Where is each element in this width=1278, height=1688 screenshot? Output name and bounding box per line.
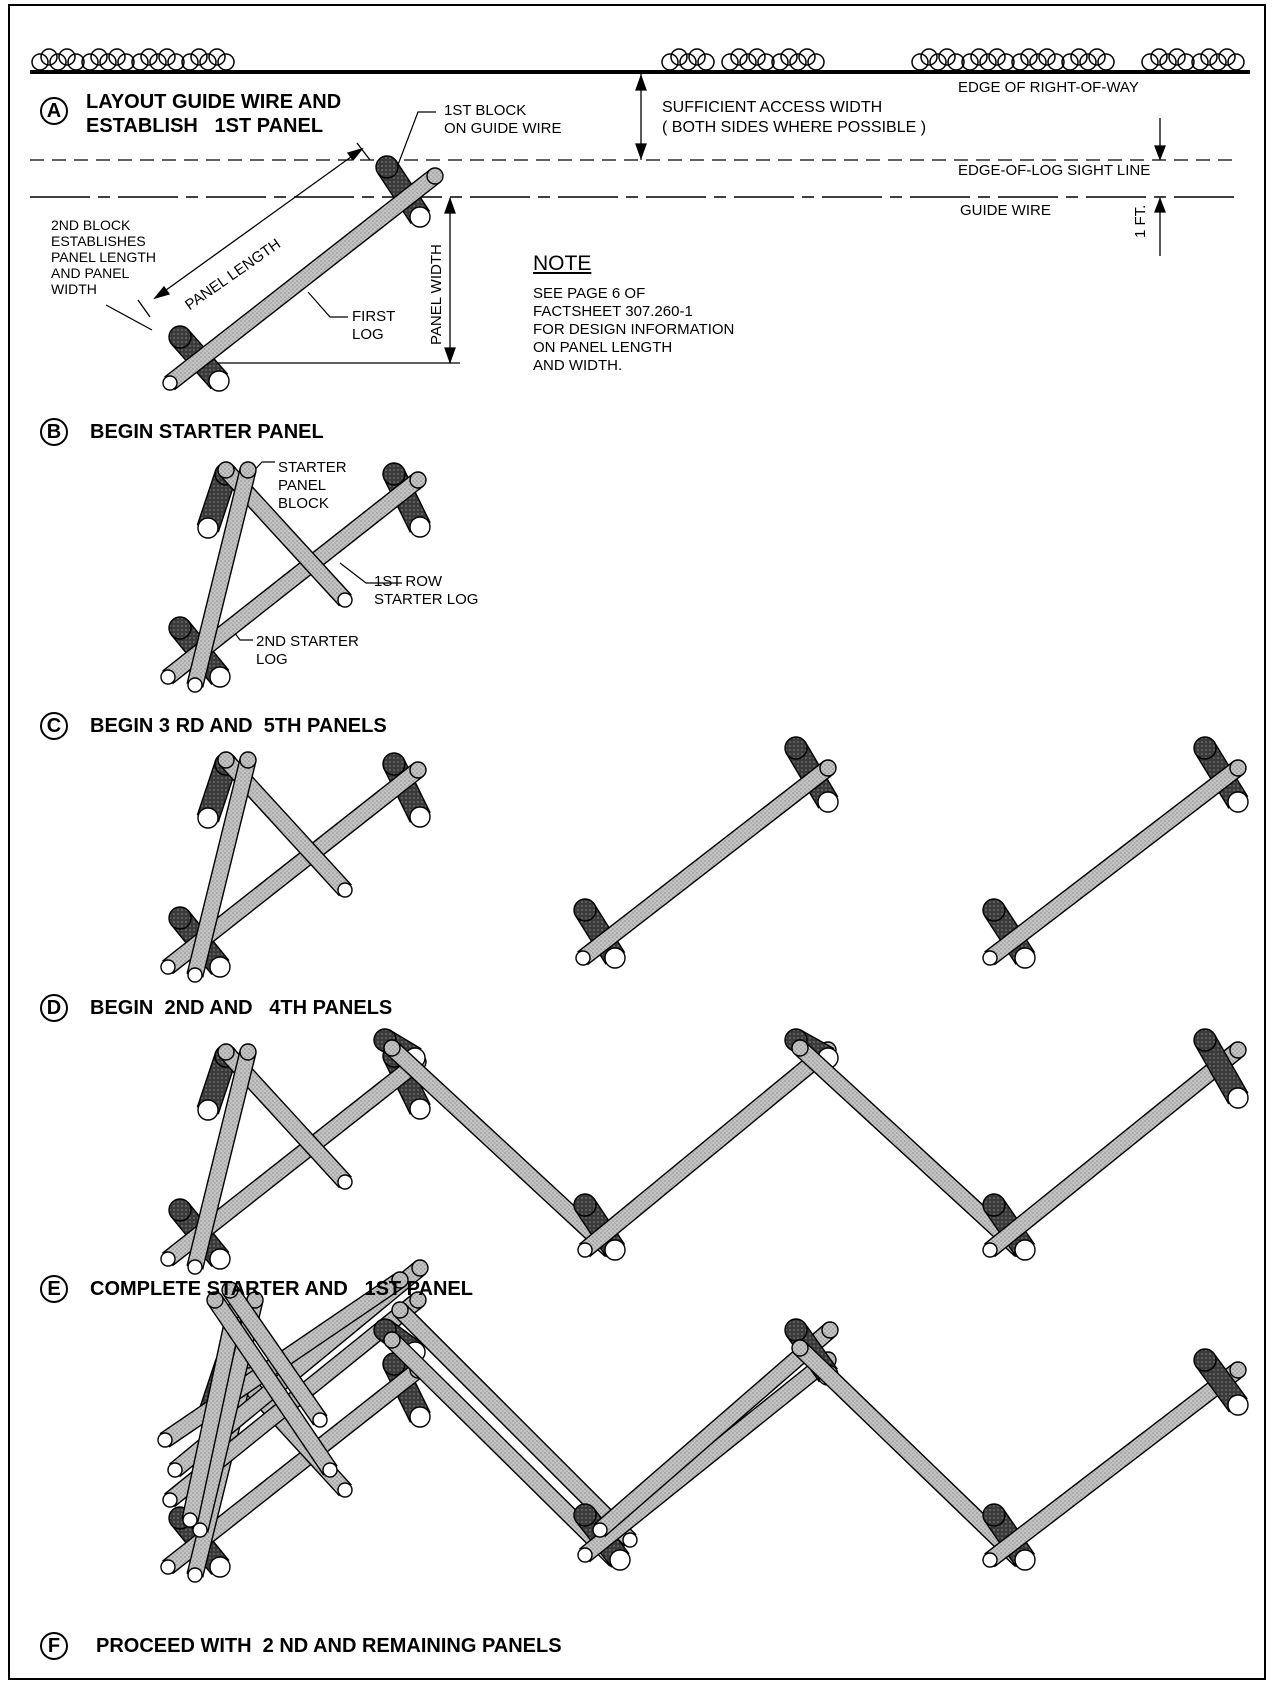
section-c-title: BEGIN 3 RD AND 5TH PANELS — [90, 715, 387, 737]
section-e-letter: E — [40, 1275, 68, 1303]
note-title: NOTE — [533, 252, 592, 275]
log — [162, 167, 444, 391]
log — [791, 1039, 1028, 1258]
log — [221, 1281, 328, 1428]
log — [577, 1351, 837, 1563]
guide-wire-label: GUIDE WIRE — [960, 202, 1051, 219]
log — [206, 1291, 338, 1478]
log — [982, 1361, 1247, 1568]
edge-of-row-label: EDGE OF RIGHT-OF-WAY — [958, 79, 1139, 96]
block — [1193, 1028, 1249, 1109]
log — [791, 1339, 1028, 1568]
access-width-dimension — [635, 74, 647, 160]
log — [186, 461, 257, 693]
log — [592, 1321, 839, 1538]
section-f-letter: F — [40, 1632, 68, 1660]
one-ft-dimension — [1154, 118, 1166, 256]
log — [186, 751, 257, 983]
log — [217, 461, 353, 608]
log — [982, 1041, 1247, 1258]
first-row-starter-label: 1ST ROW STARTER LOG — [374, 573, 479, 608]
second-starter-label: 2ND STARTER LOG — [256, 633, 359, 668]
section-b-title: BEGIN STARTER PANEL — [90, 421, 324, 443]
log — [575, 759, 837, 966]
log-group — [157, 155, 1249, 1583]
log — [160, 761, 427, 975]
log — [186, 1043, 257, 1275]
panel-length-dimension — [137, 142, 371, 318]
log — [982, 759, 1247, 966]
section-a-letter: A — [40, 97, 68, 125]
section-a-title: LAYOUT GUIDE WIRE AND ESTABLISH 1ST PANE… — [86, 91, 342, 137]
second-block-label: 2ND BLOCK ESTABLISHES PANEL LENGTH AND P… — [51, 217, 157, 297]
log — [217, 751, 353, 898]
log — [160, 471, 427, 685]
drawing-frame — [8, 4, 1266, 1680]
log — [383, 1039, 618, 1258]
note-body: SEE PAGE 6 OF FACTSHEET 307.260-1 FOR DE… — [533, 285, 735, 374]
panel-width-label: PANEL WIDTH — [428, 244, 445, 345]
log — [577, 1041, 837, 1258]
block — [1193, 1348, 1249, 1416]
section-b-letter: B — [40, 418, 68, 446]
section-c-letter: C — [40, 712, 68, 740]
block — [382, 752, 431, 828]
panel-width-dimension — [215, 197, 460, 364]
section-e-title: COMPLETE STARTER AND 1ST PANEL — [90, 1278, 473, 1300]
access-width-label: SUFFICIENT ACCESS WIDTH ( BOTH SIDES WHE… — [662, 99, 927, 136]
sight-line-label: EDGE-OF-LOG SIGHT LINE — [958, 162, 1151, 179]
section-d-title: BEGIN 2ND AND 4TH PANELS — [90, 997, 393, 1019]
section-f-title: PROCEED WITH 2 ND AND REMAINING PANELS — [96, 1635, 562, 1657]
leader-lines — [105, 111, 436, 641]
log — [162, 1291, 427, 1508]
log — [391, 1301, 638, 1548]
one-ft-label: 1 FT. — [1132, 204, 1149, 238]
first-block-label: 1ST BLOCK ON GUIDE WIRE — [444, 102, 562, 137]
section-d-letter: D — [40, 994, 68, 1022]
first-log-label: FIRST LOG — [352, 308, 396, 343]
log — [217, 1043, 353, 1190]
starter-block-label: STARTER PANEL BLOCK — [278, 459, 347, 512]
shrubs — [31, 48, 1245, 71]
